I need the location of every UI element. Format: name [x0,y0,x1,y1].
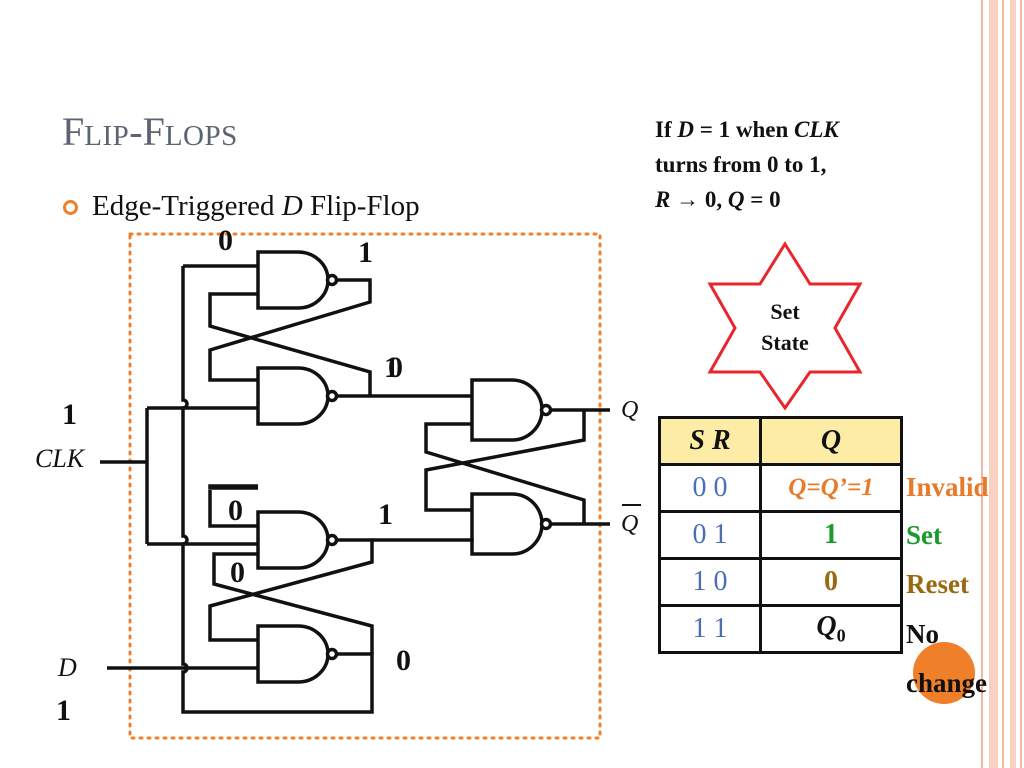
nand-gate-4 [256,624,330,684]
decorative-circle [913,642,975,704]
table-row: 0 0 Q=Q’=1 [658,463,903,513]
bullet-icon [63,200,78,215]
q-cell: Q=Q’=1 [759,463,903,513]
gate1-output-value: 1 [358,236,373,269]
d-label: D [58,653,77,682]
table-row: 1 1 Q0 [658,604,903,654]
table-header-row: S R Q [658,416,903,466]
bullet-text: Edge-Triggered D Flip-Flop [92,190,420,222]
q-cell: 1 [759,510,903,560]
d-value: 1 [56,694,71,727]
dotted-boundary [128,232,602,740]
edge-stripe [989,0,998,768]
row-desc-reset: Reset [906,569,969,599]
sr-cell: 1 1 [658,604,762,654]
sr-cell: 1 0 [658,557,762,607]
nand-gate-1 [256,250,330,310]
star-label: Set State [761,299,809,355]
header-sr: S R [658,416,762,466]
gate1-input-value: 0 [218,224,233,257]
table-row: 0 1 1 [658,510,903,560]
gate3-input-value: 0 [228,494,243,527]
gate2-output-old-value: 1 [384,351,399,384]
page-title: FLIP-FLOPS [62,109,238,154]
qbar-output-label: Q [621,511,639,537]
q-output-label: Q [621,397,639,423]
table-row: 1 0 0 [658,557,903,607]
nand-gate-6 [470,492,544,556]
header-q: Q [759,416,903,466]
truth-table: S R Q 0 0 Q=Q’=1 0 1 1 1 0 0 1 1 Q0 [658,416,903,654]
edge-stripe [1002,0,1004,768]
edge-stripe [981,0,983,768]
gate3-output-value: 1 [378,498,393,531]
nand-gate-3 [256,510,330,570]
nand-gate-5 [470,378,544,442]
nand-gate-2 [256,366,330,426]
clk-value: 1 [62,398,77,431]
row-desc-no: No [906,619,939,649]
row-desc-invalid: Invalid [906,472,989,502]
sr-cell: 0 0 [658,463,762,513]
row-desc-change: change [906,668,987,698]
q-cell: 0 [759,557,903,607]
star-icon [707,241,863,411]
edge-stripe [1020,0,1022,768]
q-cell: Q0 [759,604,903,654]
sr-cell: 0 1 [658,510,762,560]
explanation-note: If D = 1 when CLK turns from 0 to 1, R →… [655,117,839,212]
gate3-lower-input-value: 0 [230,556,245,589]
row-desc-set: Set [906,520,942,550]
clk-label: CLK [35,444,85,473]
gate2-output-new-value: 0 [388,351,403,384]
gate4-output-value: 0 [396,644,411,677]
edge-stripe [1010,0,1016,768]
